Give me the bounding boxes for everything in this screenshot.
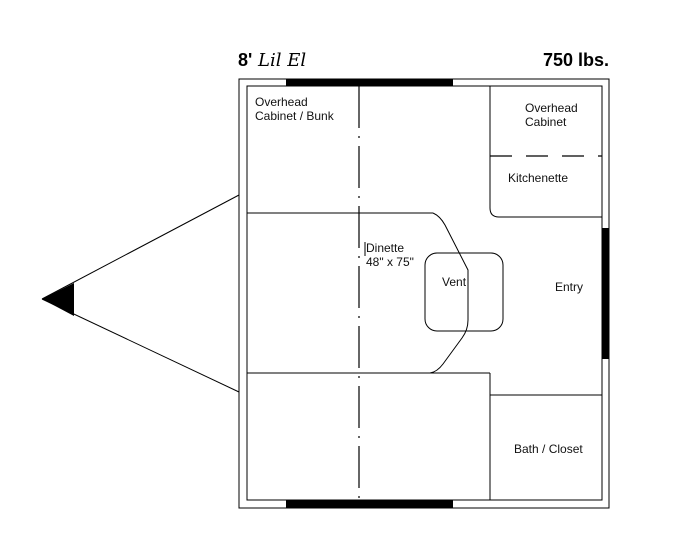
label-entry: Entry — [555, 280, 583, 294]
dinette-table-outline — [429, 212, 469, 374]
entry-door — [602, 228, 609, 359]
trailer-size-label: 8' — [238, 50, 252, 70]
label-vent: Vent — [442, 275, 467, 289]
rear-window — [286, 500, 453, 508]
label-kitchenette: Kitchenette — [508, 171, 568, 185]
label-dinette: Dinette — [366, 241, 404, 255]
trailer-model-name: Lil El — [257, 50, 306, 71]
roof-vent — [424, 252, 504, 332]
label-overhead-cabinet-2: Cabinet — [525, 115, 567, 129]
front-window — [286, 79, 453, 86]
label-dinette-size: 48" x 75" — [366, 255, 414, 269]
kitchenette-wall — [489, 86, 602, 218]
label-overhead-cabinet-1: Overhead — [525, 101, 578, 115]
trailer-tongue — [41, 194, 240, 393]
label-overhead-bunk-1: Overhead — [255, 95, 308, 109]
hitch-coupler-icon — [42, 283, 74, 316]
label-bath-closet: Bath / Closet — [514, 442, 583, 456]
trailer-weight-label: 750 lbs. — [543, 50, 609, 70]
label-overhead-bunk-2: Cabinet / Bunk — [255, 109, 335, 123]
